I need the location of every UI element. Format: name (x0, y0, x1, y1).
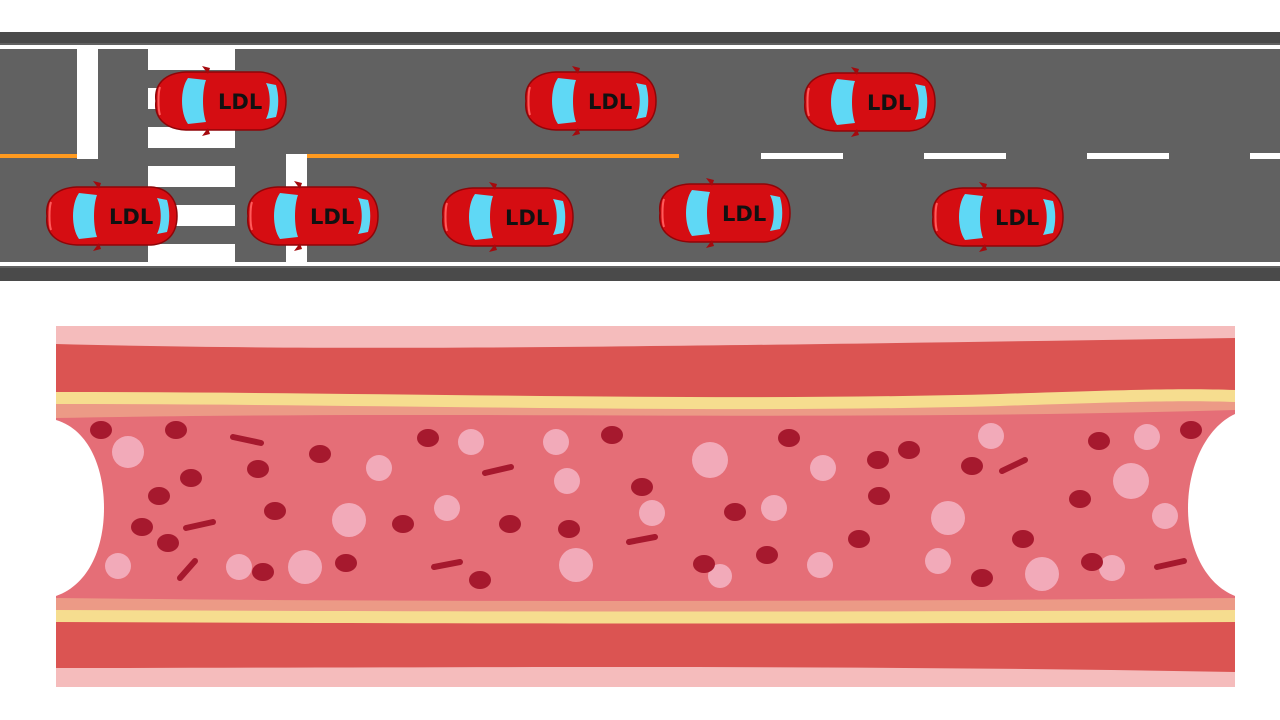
road-top-border-line (0, 45, 1280, 49)
red-blood-cell (558, 520, 580, 538)
road-top-edge (0, 32, 1280, 43)
platelet-cell (1152, 503, 1178, 529)
ldl-car: LDL (524, 65, 657, 137)
red-blood-cell (247, 460, 269, 478)
platelet-cell (434, 495, 460, 521)
red-blood-cell (1081, 553, 1103, 571)
platelet-cell (112, 436, 144, 468)
red-blood-cell (157, 534, 179, 552)
ldl-car: LDL (154, 65, 287, 137)
red-blood-cell (417, 429, 439, 447)
ldl-car: LDL (931, 181, 1064, 253)
red-blood-cell (961, 457, 983, 475)
rod-particle (177, 558, 198, 581)
dashed-lane-line (761, 153, 1280, 159)
platelet-cell (931, 501, 965, 535)
vessel-opening-right (1188, 414, 1235, 596)
rod-particle (183, 519, 216, 531)
red-blood-cell (392, 515, 414, 533)
car-label: LDL (722, 202, 766, 226)
red-blood-cell (898, 441, 920, 459)
car-label: LDL (218, 90, 262, 114)
center-line-left (0, 154, 77, 158)
road-bottom-edge (0, 268, 1280, 281)
rod-particle (1154, 558, 1187, 570)
car-label: LDL (109, 205, 153, 229)
vessel-opening-left (56, 420, 104, 596)
red-blood-cell (335, 554, 357, 572)
ldl-car: LDL (658, 177, 791, 249)
red-blood-cell (1088, 432, 1110, 450)
ldl-car: LDL (246, 180, 379, 252)
car-label: LDL (310, 205, 354, 229)
platelet-cell (692, 442, 728, 478)
ldl-car: LDL (803, 66, 936, 138)
stop-line-top (77, 49, 98, 159)
blood-vessel (56, 326, 1235, 687)
red-blood-cell (131, 518, 153, 536)
platelet-cell (1134, 424, 1160, 450)
red-blood-cell (867, 451, 889, 469)
red-blood-cell (778, 429, 800, 447)
red-blood-cell (469, 571, 491, 589)
red-blood-cell (724, 503, 746, 521)
ldl-car: LDL (441, 181, 574, 253)
platelet-cell (554, 468, 580, 494)
red-blood-cell (90, 421, 112, 439)
platelet-cell (366, 455, 392, 481)
rod-particle (230, 434, 264, 446)
red-blood-cell (264, 502, 286, 520)
platelet-cell (1113, 463, 1149, 499)
red-blood-cell (165, 421, 187, 439)
platelet-cell (810, 455, 836, 481)
platelet-cell (543, 429, 569, 455)
platelet-cell (761, 495, 787, 521)
platelet-cell (332, 503, 366, 537)
cars-group: LDL LDL LDL LDL LDL LDL LDL LDL (45, 65, 1064, 253)
rod-particle (431, 559, 463, 570)
car-label: LDL (867, 91, 911, 115)
red-blood-cell (756, 546, 778, 564)
platelet-cell (925, 548, 951, 574)
blood-cells-group (90, 421, 1202, 591)
platelet-cell (458, 429, 484, 455)
ldl-car: LDL (45, 180, 178, 252)
platelet-cell (105, 553, 131, 579)
red-blood-cell (309, 445, 331, 463)
platelet-cell (226, 554, 252, 580)
center-line-right (307, 154, 679, 158)
red-blood-cell (499, 515, 521, 533)
platelet-cell (288, 550, 322, 584)
car-label: LDL (995, 206, 1039, 230)
red-blood-cell (1012, 530, 1034, 548)
road: LDL LDL LDL LDL LDL LDL LDL LDL (0, 32, 1280, 281)
road-bottom-border-line (0, 262, 1280, 266)
red-blood-cell (693, 555, 715, 573)
red-blood-cell (252, 563, 274, 581)
red-blood-cell (1180, 421, 1202, 439)
car-label: LDL (505, 206, 549, 230)
red-blood-cell (1069, 490, 1091, 508)
platelet-cell (639, 500, 665, 526)
red-blood-cell (631, 478, 653, 496)
rod-particle (999, 457, 1028, 474)
platelet-cell (1025, 557, 1059, 591)
car-label: LDL (588, 90, 632, 114)
red-blood-cell (180, 469, 202, 487)
red-blood-cell (971, 569, 993, 587)
platelet-cell (807, 552, 833, 578)
red-blood-cell (601, 426, 623, 444)
rod-particle (482, 464, 514, 476)
platelet-cell (559, 548, 593, 582)
red-blood-cell (868, 487, 890, 505)
red-blood-cell (848, 530, 870, 548)
red-blood-cell (148, 487, 170, 505)
platelet-cell (978, 423, 1004, 449)
rod-particle (626, 534, 658, 545)
platelet-cell (1099, 555, 1125, 581)
platelet-cell (708, 564, 732, 588)
